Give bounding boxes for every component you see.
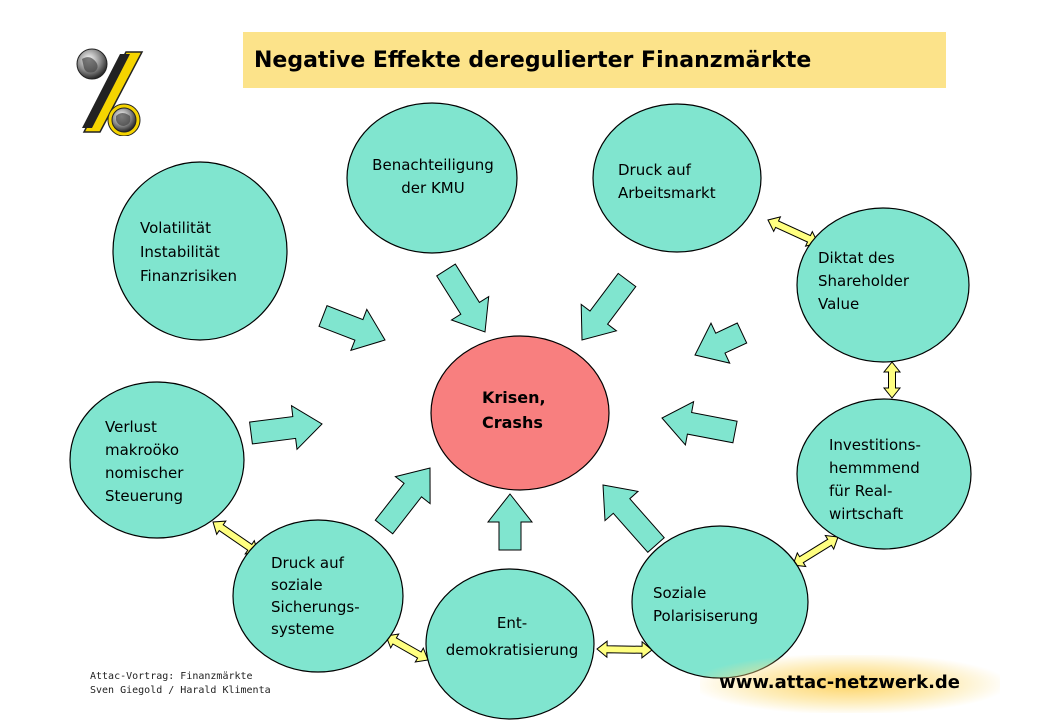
- arrow-from-investitionen: [661, 400, 738, 447]
- link-polarisierung-demokratisierung: [596, 640, 653, 659]
- node-demokratisierung-line-2: demokratisierung: [446, 641, 579, 659]
- inward-arrows: [249, 263, 748, 554]
- node-sicherung-line-2: soziale: [271, 576, 323, 594]
- arrow-from-shareholder: [694, 322, 748, 364]
- link-demokratisierung-sicherung: [385, 633, 429, 663]
- link-arbeitsmarkt-shareholder: [767, 216, 819, 247]
- link-investitionen-polarisierung: [792, 534, 839, 568]
- arrow-from-polarisierung: [602, 484, 665, 554]
- center-label-line-2: Crashs: [482, 413, 543, 432]
- footer-credits: Attac-Vortrag: Finanzmärkte Sven Giegold…: [90, 670, 271, 698]
- title-banner: Negative Effekte deregulierter Finanzmär…: [243, 32, 946, 88]
- footer-line-1: Attac-Vortrag: Finanzmärkte: [90, 671, 253, 682]
- footer-line-2: Sven Giegold / Harald Klimenta: [90, 685, 271, 696]
- node-investitionen: Investitions- hemmmend für Real- wirtsch…: [796, 398, 972, 550]
- node-sicherung-line-3: Sicherungs-: [271, 598, 360, 616]
- node-kmu: Benachteiligung der KMU: [346, 102, 518, 254]
- node-shareholder: Diktat des Shareholder Value: [796, 207, 970, 363]
- node-sicherung: Druck auf soziale Sicherungs- systeme: [232, 519, 404, 673]
- arrow-from-kmu: [436, 263, 490, 333]
- arrow-from-arbeitsmarkt: [580, 272, 637, 341]
- node-arbeitsmarkt-line-1: Druck auf: [618, 161, 692, 179]
- node-investitionen-line-3: für Real-: [829, 482, 892, 500]
- node-steuerung: Verlust makroöko nomischer Steuerung: [69, 381, 245, 539]
- arrow-from-sicherung: [374, 467, 431, 535]
- page-title: Negative Effekte deregulierter Finanzmär…: [254, 47, 812, 73]
- node-shareholder-line-2: Shareholder: [818, 272, 910, 290]
- url-glow: [700, 655, 1000, 713]
- center-label-line-1: Krisen,: [482, 388, 546, 407]
- center-node: Krisen, Crashs: [430, 335, 610, 491]
- node-investitionen-line-4: wirtschaft: [829, 505, 903, 523]
- node-shareholder-line-1: Diktat des: [818, 249, 895, 267]
- link-shareholder-investitionen: [882, 361, 902, 399]
- arrow-from-demokratisierung: [486, 493, 534, 551]
- node-arbeitsmarkt-line-2: Arbeitsmarkt: [618, 184, 716, 202]
- attac-logo-icon: [76, 48, 144, 136]
- node-demokratisierung-line-1: Ent-: [497, 614, 527, 632]
- node-polarisierung: Soziale Polarisiserung: [631, 525, 809, 679]
- node-volatilitaet-line-2: Instabilität: [140, 243, 220, 261]
- node-sicherung-line-1: Druck auf: [271, 554, 345, 572]
- website-url: www.attac-netzwerk.de: [719, 672, 960, 693]
- node-steuerung-line-3: nomischer: [105, 464, 184, 482]
- node-steuerung-line-2: makroöko: [105, 441, 179, 459]
- node-kmu-line-2: der KMU: [401, 179, 464, 197]
- node-sicherung-line-4: systeme: [271, 620, 334, 638]
- node-volatilitaet-line-3: Finanzrisiken: [140, 267, 237, 285]
- node-steuerung-line-1: Verlust: [105, 418, 157, 436]
- node-investitionen-line-2: hemmmend: [829, 459, 920, 477]
- node-arbeitsmarkt: Druck auf Arbeitsmarkt: [592, 103, 762, 253]
- arrow-from-steuerung: [249, 404, 323, 451]
- node-kmu-line-1: Benachteiligung: [372, 156, 494, 174]
- node-polarisierung-line-2: Polarisiserung: [653, 607, 758, 625]
- link-arrows: [212, 216, 902, 663]
- node-demokratisierung: Ent- demokratisierung: [425, 568, 595, 720]
- node-steuerung-line-4: Steuerung: [105, 487, 183, 505]
- node-investitionen-line-1: Investitions-: [829, 436, 921, 454]
- arrow-from-volatilitaet: [318, 305, 386, 352]
- node-volatilitaet-line-1: Volatilität: [140, 219, 211, 237]
- node-polarisierung-line-1: Soziale: [653, 584, 706, 602]
- node-volatilitaet: Volatilität Instabilität Finanzrisiken: [112, 161, 288, 341]
- node-shareholder-line-3: Value: [818, 295, 859, 313]
